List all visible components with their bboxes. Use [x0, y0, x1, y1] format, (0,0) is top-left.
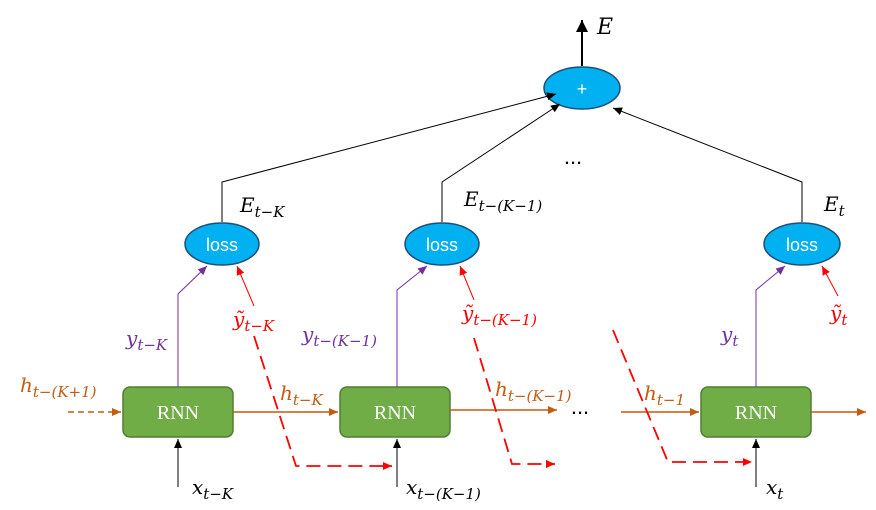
prediction-arrow [755, 265, 786, 387]
target-label: ỹt−K [232, 307, 275, 335]
hidden-in-label: ht−(K+1) [20, 373, 97, 401]
top-ellipsis: ... [564, 144, 582, 169]
target-arrow [821, 265, 839, 297]
sum-node-label: + [577, 79, 588, 99]
target-label: ỹt [829, 301, 848, 329]
prediction-label: yt [720, 322, 739, 350]
loss-to-sum-line-1 [221, 92, 557, 222]
hidden-state-label: ht−(K−1) [495, 377, 572, 405]
rnn-cell-label: RNN [735, 402, 777, 424]
truncation-dashed-path [473, 337, 555, 468]
loss-node [763, 222, 841, 266]
input-label: xt−K [192, 475, 234, 503]
rnn-cell [339, 386, 451, 438]
loss-node [404, 222, 480, 266]
truncation-dashed-path [612, 329, 752, 466]
target-label: ỹt−(K−1) [461, 301, 537, 329]
loss-to-sum-line-3 [612, 107, 803, 222]
hidden-in-label: ht−1 [644, 381, 685, 409]
column-error-label: Et [823, 192, 846, 220]
middle-ellipsis: ... [571, 394, 589, 419]
target-arrow [236, 265, 255, 307]
prediction-arrow [177, 265, 208, 387]
prediction-label: yt−(K−1) [301, 322, 377, 350]
target-arrow [459, 265, 475, 301]
loss-to-sum-line-2 [441, 103, 561, 222]
loss-node-label: loss [786, 235, 818, 255]
sum-node [543, 66, 621, 110]
truncation-dashed-path [253, 335, 392, 470]
rnn-cell-label: RNN [157, 402, 199, 424]
loss-node [184, 222, 260, 266]
prediction-label: yt−K [125, 326, 168, 354]
column-error-label: Et−(K−1) [463, 187, 542, 215]
input-label: xt−(K−1) [406, 475, 481, 503]
hidden-state-label: ht−K [280, 381, 323, 409]
loss-node-label: loss [206, 235, 238, 255]
column-error-label: Et−K [239, 193, 285, 221]
rnn-cell-label: RNN [374, 402, 416, 424]
input-label: xt [766, 475, 784, 503]
error-label: E [596, 15, 613, 40]
prediction-arrow [396, 265, 428, 387]
loss-node-label: loss [426, 235, 458, 255]
